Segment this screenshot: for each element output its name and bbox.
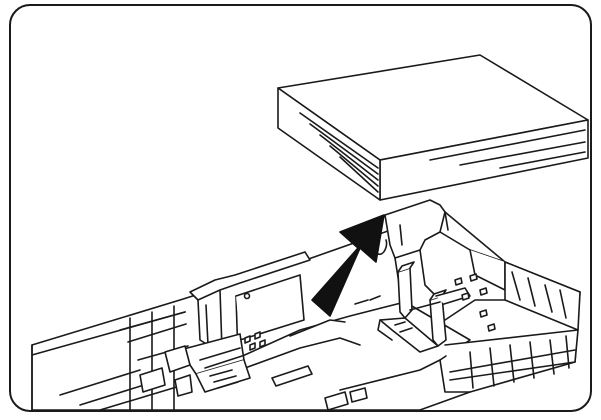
figure-frame [9, 4, 592, 412]
insert-arrow-icon [311, 214, 385, 317]
paper-tray-icon [31, 199, 581, 411]
paper-stack-icon [277, 54, 589, 201]
